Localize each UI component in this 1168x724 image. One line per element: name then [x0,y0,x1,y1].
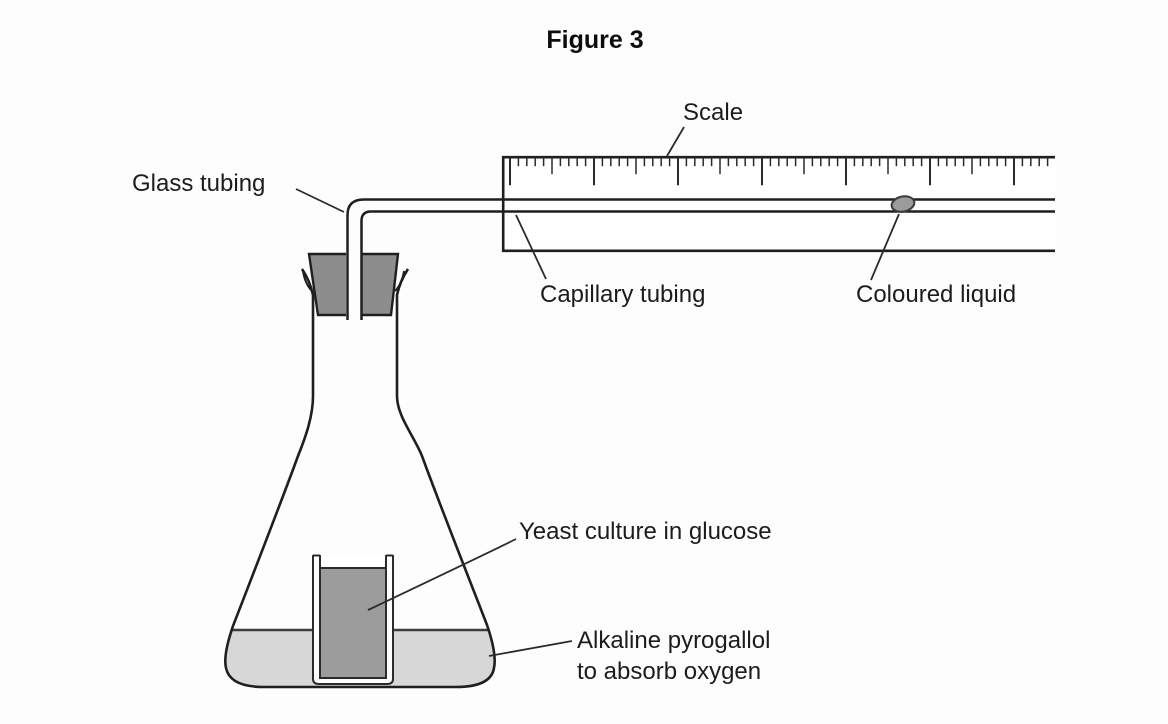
label-alkaline-line2: to absorb oxygen [577,658,762,685]
stopper-tube-gap [346,251,362,319]
flask-neck-rim [302,270,405,292]
leader-glass-tubing [295,188,345,213]
glass-and-capillary-tubing [346,198,1055,320]
conical-flask-outline [224,268,496,689]
tubing-outer-line [346,198,1055,320]
tube-rim [313,554,393,568]
tubing-inner-line [360,210,1055,320]
yeast-culture-fill [319,567,387,679]
label-yeast-culture: Yeast culture in glucose [519,518,772,545]
coloured-liquid-blob [890,195,916,213]
leader-scale [666,126,685,157]
yeast-culture-tube [312,554,394,685]
leader-yeast-culture [367,538,517,611]
leader-alkaline-pyrogallol [488,640,573,657]
figure-title: Figure 3 [546,26,644,54]
scale-ticks [509,157,1049,186]
tube-outer-wall [312,555,394,685]
label-alkaline-pyrogallol: Alkaline pyrogallol to absorb oxygen [577,625,770,687]
leader-lines [295,126,900,657]
scale-ruler [501,155,1055,253]
label-scale: Scale [683,99,744,126]
leader-coloured-liquid [870,213,900,281]
leader-capillary-tubing [515,214,547,280]
label-coloured-liquid: Coloured liquid [856,281,1017,308]
label-glass-tubing: Glass tubing [132,170,266,197]
label-alkaline-line1: Alkaline pyrogallol [577,627,771,654]
label-capillary-tubing: Capillary tubing [540,281,706,308]
